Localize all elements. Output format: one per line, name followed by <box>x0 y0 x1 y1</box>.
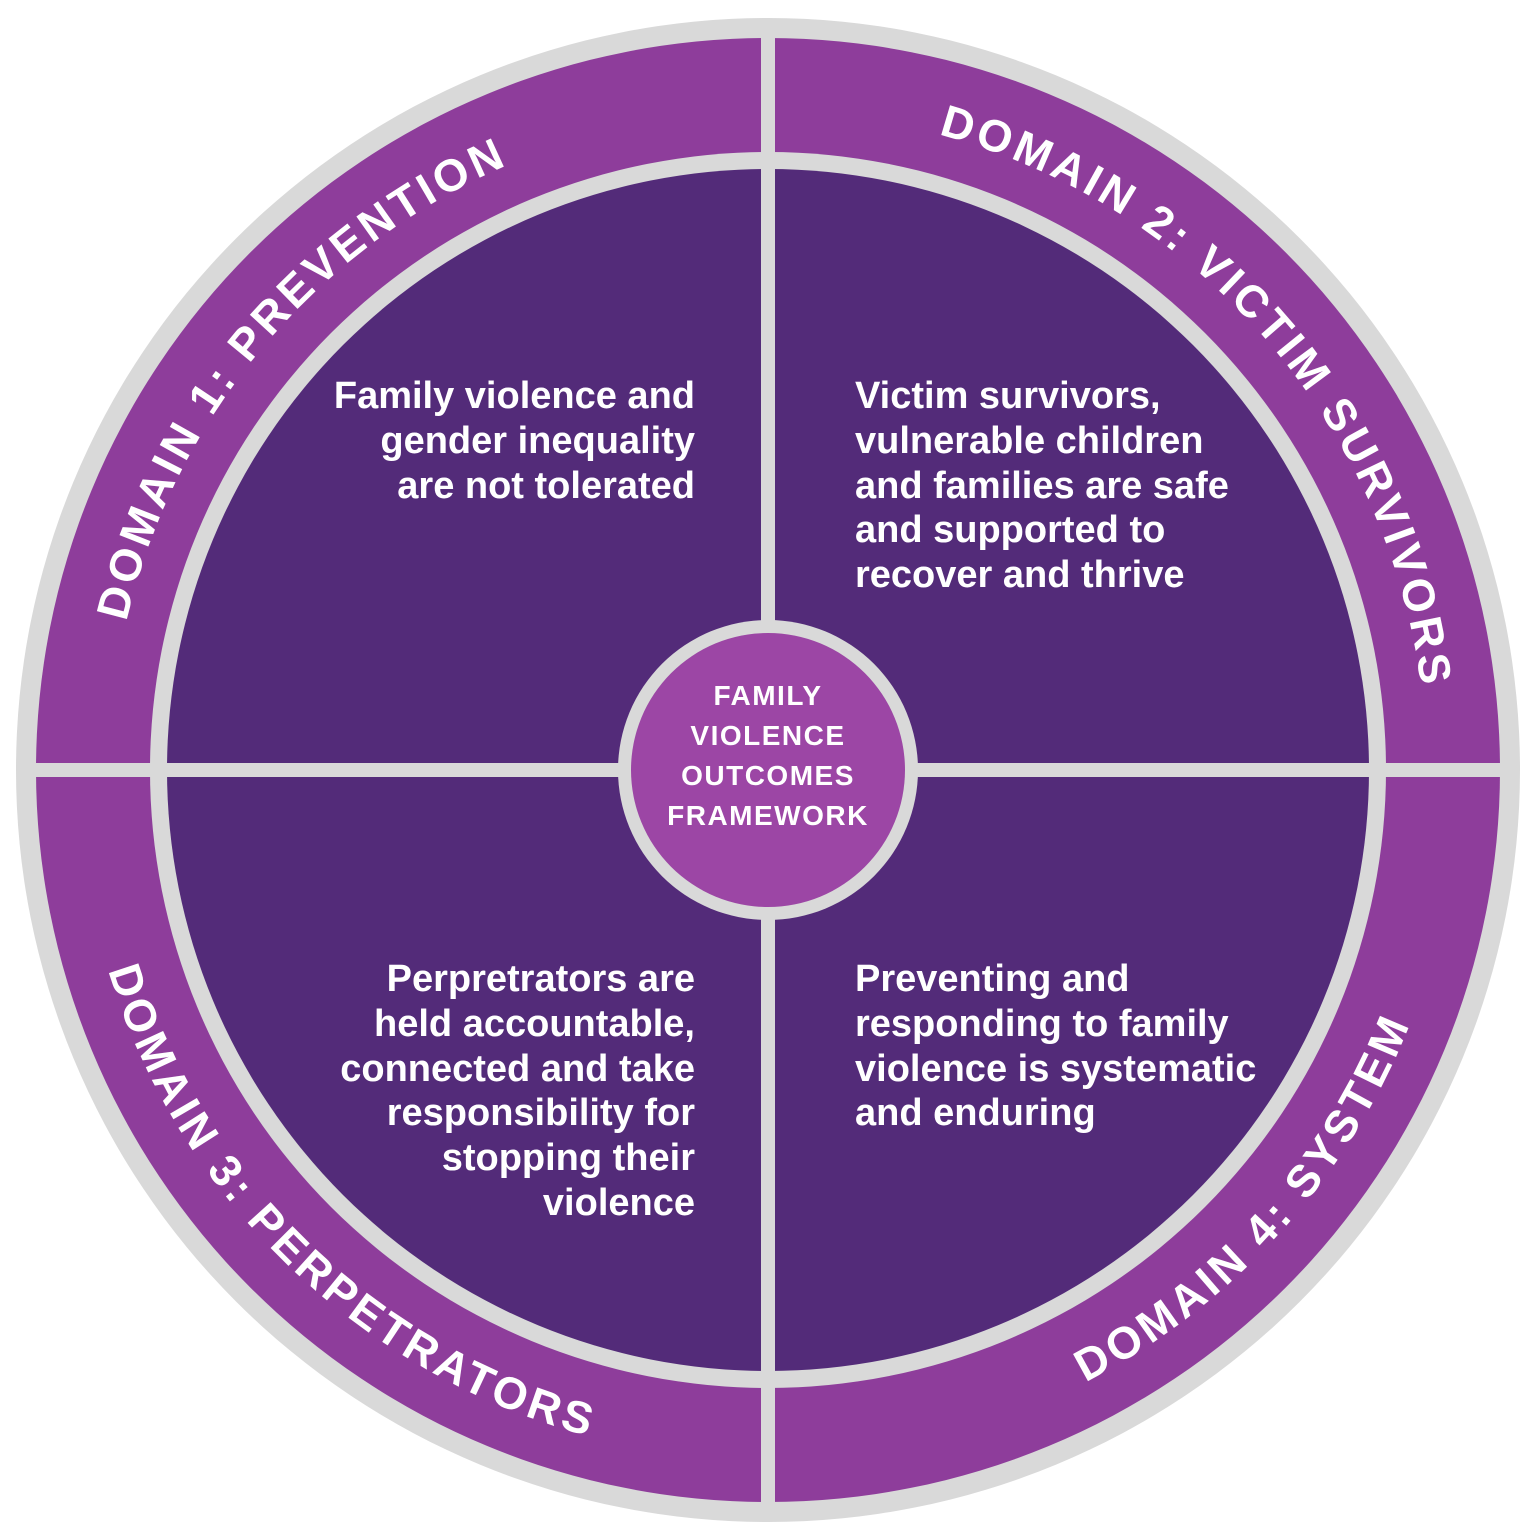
quadrant-3-outcome-text: Perpretrators are held accountable, conn… <box>340 958 695 1225</box>
quadrant-2-outcome-text: Victim survivors, vulnerable children an… <box>855 375 1229 597</box>
center-circle <box>631 633 905 907</box>
center-title: FAMILY VIOLENCE OUTCOMES FRAMEWORK <box>667 680 869 831</box>
quadrant-1-outcome-text: Family violence and gender inequality ar… <box>333 375 695 507</box>
quadrant-4-outcome-text: Preventing and responding to family viol… <box>855 958 1257 1135</box>
